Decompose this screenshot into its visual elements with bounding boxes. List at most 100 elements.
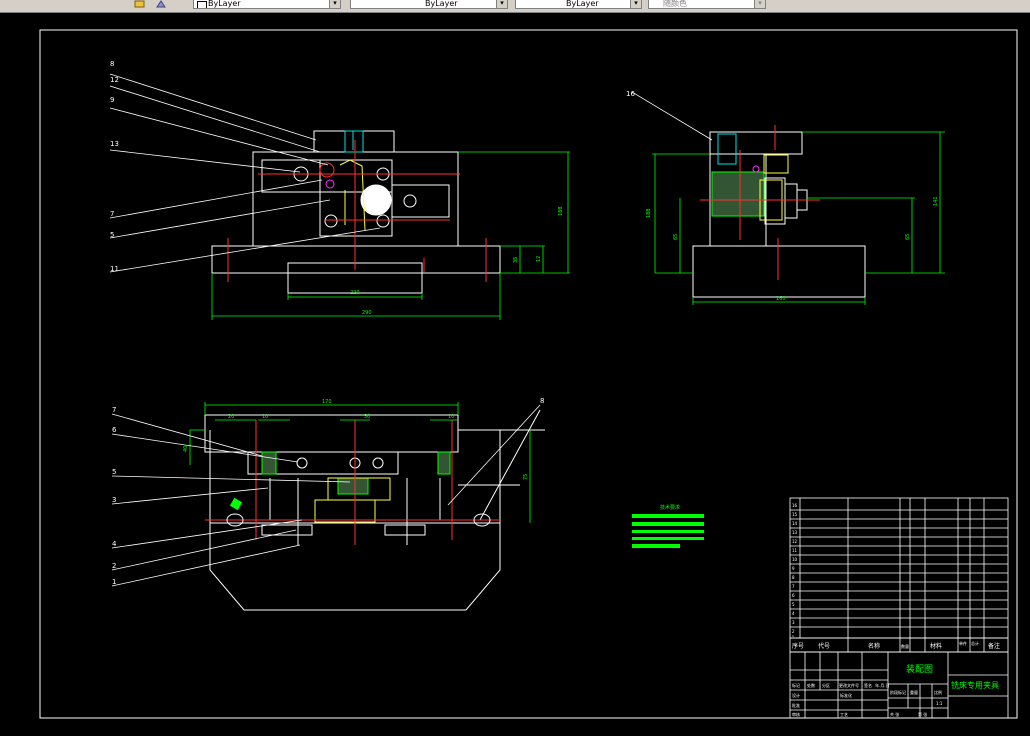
dimension-label: 10 <box>448 414 454 420</box>
dimension-label: 170 <box>322 399 332 405</box>
dimension-label: 141 <box>933 196 939 206</box>
svg-text:15: 15 <box>792 512 798 517</box>
dimension-label: 10 <box>262 414 268 420</box>
balloon: 8 <box>540 397 544 405</box>
top-view-balloon-labels: 8 12 9 13 7 5 11 <box>110 60 119 273</box>
svg-text:2: 2 <box>792 629 795 634</box>
balloon: 5 <box>112 468 116 476</box>
dimension-label: 220 <box>350 290 360 296</box>
chevron-down-icon[interactable]: ▾ <box>754 0 765 8</box>
top-view-colored <box>227 130 487 282</box>
balloon: 6 <box>112 426 117 434</box>
svg-text:年.月.日: 年.月.日 <box>875 682 890 688</box>
side-view-dim-labels: 188 65 141 65 160 <box>646 196 939 302</box>
svg-text:工艺: 工艺 <box>840 712 848 717</box>
leader-line <box>631 91 713 141</box>
front-view-dimensions <box>189 402 531 523</box>
dimension-label: 65 <box>905 234 911 240</box>
title-block-labels: 标记 处数 分区 更改文件号 签名 年.月.日 设计 审核 工艺 标准化 批准 … <box>792 682 943 717</box>
tech-req-title: 技术要求 <box>660 504 680 511</box>
svg-text:分区: 分区 <box>822 682 830 688</box>
parts-list-numbers: 16 15 14 13 12 11 10 9 8 7 6 5 4 3 2 1 <box>792 503 798 638</box>
product-name: 铣床专用夹具 <box>951 680 999 690</box>
svg-text:6: 6 <box>792 593 795 598</box>
layer-previous-icon[interactable] <box>155 0 167 9</box>
dimension-label: 188 <box>558 206 564 216</box>
color-combo-value: ByLayer <box>208 0 241 8</box>
lineweight-combo[interactable]: ByLayer ▾ <box>515 0 642 9</box>
drawing-canvas[interactable]: 8 12 9 13 7 5 11 188 35 12 220 290 <box>0 12 1030 736</box>
technical-requirements: 技术要求 <box>632 504 704 548</box>
dimension-label: 65 <box>673 234 679 240</box>
balloon: 1 <box>112 578 116 586</box>
balloon: 16 <box>626 90 635 98</box>
front-view <box>204 409 545 611</box>
svg-text:第 张: 第 张 <box>918 711 927 717</box>
balloon: 7 <box>112 406 116 414</box>
dimension-label: 20 <box>228 414 234 420</box>
balloon: 11 <box>110 265 119 273</box>
svg-text:单件: 单件 <box>959 640 967 646</box>
svg-text:名称: 名称 <box>868 642 880 650</box>
svg-text:12: 12 <box>792 539 798 544</box>
svg-text:备注: 备注 <box>988 642 1000 650</box>
sheet-border <box>39 29 1018 719</box>
front-view-colored <box>205 420 500 545</box>
svg-text:16: 16 <box>792 503 798 508</box>
dimension-label: 290 <box>362 310 372 316</box>
svg-text:序号: 序号 <box>792 642 804 650</box>
dimension-label: 35 <box>513 257 519 263</box>
dimension-label: 75 <box>523 474 529 480</box>
svg-text:标准化: 标准化 <box>840 692 852 698</box>
linetype-combo[interactable]: ByLayer ▾ <box>350 0 508 9</box>
properties-toolbar: ByLayer ▾ ByLayer ▾ ByLayer ▾ 随颜色 ▾ <box>0 0 1030 13</box>
title-block <box>789 497 1009 719</box>
svg-text:设计: 设计 <box>792 692 800 698</box>
lineweight-combo-value: ByLayer <box>566 0 599 8</box>
svg-text:代号: 代号 <box>818 642 830 650</box>
svg-text:8: 8 <box>792 575 795 580</box>
svg-text:更改文件号: 更改文件号 <box>839 682 859 688</box>
top-view <box>211 130 501 294</box>
top-view-dim-labels: 188 35 12 220 290 <box>350 206 564 316</box>
plotstyle-combo[interactable]: 随颜色 ▾ <box>648 0 766 9</box>
balloon: 4 <box>112 540 117 548</box>
side-view-dimensions <box>652 131 945 305</box>
parts-list-header: 序号 代号 名称 数量 材料 单件 总计 备注 <box>792 640 1000 650</box>
svg-text:3: 3 <box>792 620 795 625</box>
balloon: 7 <box>110 210 114 218</box>
side-view-colored <box>700 125 820 280</box>
svg-text:阶段标记: 阶段标记 <box>890 689 906 695</box>
balloon: 12 <box>110 76 119 84</box>
balloon: 5 <box>110 231 114 239</box>
front-view-dim-labels: 170 20 10 50 10 40 75 <box>183 399 529 480</box>
linetype-combo-value: ByLayer <box>425 0 458 8</box>
dimension-label: 188 <box>646 208 652 218</box>
svg-text:11: 11 <box>792 548 798 553</box>
top-view-dimensions <box>211 151 570 320</box>
svg-text:共 张: 共 张 <box>890 711 899 717</box>
svg-text:14: 14 <box>792 521 798 526</box>
plotstyle-combo-value: 随颜色 <box>663 0 687 8</box>
svg-text:比例: 比例 <box>934 689 942 695</box>
svg-text:批准: 批准 <box>792 702 800 708</box>
chevron-down-icon[interactable]: ▾ <box>329 0 340 8</box>
balloon: 8 <box>110 60 114 68</box>
chevron-down-icon[interactable]: ▾ <box>630 0 641 8</box>
svg-text:5: 5 <box>792 602 795 607</box>
dimension-label: 12 <box>536 256 542 262</box>
layer-state-icon[interactable] <box>134 0 146 9</box>
svg-text:数量: 数量 <box>901 643 909 649</box>
color-combo[interactable]: ByLayer ▾ <box>193 0 341 9</box>
svg-text:签名: 签名 <box>864 682 872 688</box>
dimension-label: 40 <box>183 446 189 452</box>
svg-text:标记: 标记 <box>792 682 800 688</box>
svg-text:1: 1 <box>792 634 794 638</box>
svg-text:9: 9 <box>792 566 795 571</box>
top-view-leaders <box>109 73 381 273</box>
front-view-leaders <box>111 404 541 587</box>
dimension-label: 50 <box>364 414 370 420</box>
svg-text:13: 13 <box>792 530 798 535</box>
chevron-down-icon[interactable]: ▾ <box>496 0 507 8</box>
svg-text:材料: 材料 <box>930 642 942 650</box>
